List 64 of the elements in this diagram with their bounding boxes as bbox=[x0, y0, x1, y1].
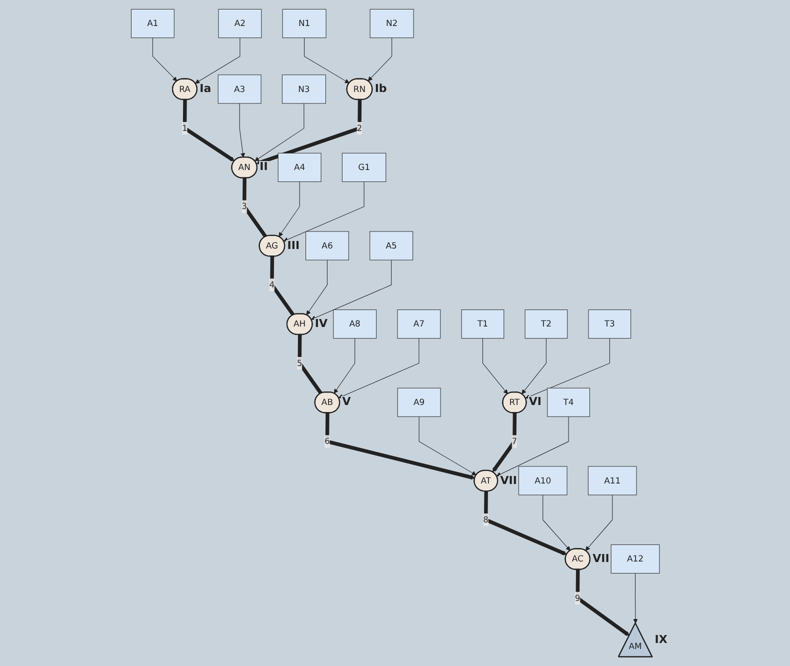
node-box: N2 bbox=[370, 8, 414, 38]
arrow bbox=[283, 181, 364, 242]
arrow bbox=[585, 494, 612, 551]
arrow bbox=[575, 570, 630, 636]
arrow bbox=[334, 338, 355, 394]
stage-numeral: III bbox=[286, 240, 301, 252]
edge-label: 2 bbox=[356, 122, 362, 134]
arrow bbox=[482, 338, 508, 394]
node-box: A9 bbox=[397, 388, 440, 417]
connector bbox=[297, 334, 322, 394]
node-box: T4 bbox=[546, 388, 590, 417]
arrow bbox=[368, 38, 392, 82]
edge-label: 4 bbox=[268, 280, 274, 290]
node-box: A11 bbox=[588, 466, 636, 496]
stage-numeral: IX bbox=[654, 634, 668, 646]
node-box: A6 bbox=[305, 231, 349, 260]
stage-numeral: VII bbox=[592, 552, 610, 565]
node-box: A4 bbox=[278, 152, 321, 182]
node-box: G1 bbox=[342, 152, 386, 182]
arrow bbox=[325, 412, 475, 480]
arrow bbox=[304, 38, 350, 84]
arrow bbox=[418, 416, 476, 476]
arrow bbox=[542, 494, 570, 551]
stage-numeral: Ib bbox=[374, 83, 388, 96]
arrow bbox=[256, 100, 362, 165]
node-box: T1 bbox=[460, 310, 504, 339]
stage-numeral: VII bbox=[499, 474, 518, 487]
connector bbox=[270, 256, 294, 316]
node-box: N1 bbox=[282, 8, 326, 38]
edge-label: 1 bbox=[182, 122, 188, 134]
arrow bbox=[194, 38, 240, 84]
node-box: A7 bbox=[396, 310, 440, 339]
edge-label: 5 bbox=[296, 358, 302, 368]
edge-label: 6 bbox=[324, 436, 330, 446]
arrow bbox=[152, 38, 177, 82]
arrow bbox=[632, 573, 638, 624]
node-box: A2 bbox=[218, 8, 262, 38]
edge-label: 9 bbox=[574, 592, 580, 603]
arrow bbox=[496, 416, 568, 476]
arrow bbox=[524, 338, 610, 399]
edge-label: 3 bbox=[241, 201, 247, 212]
node-box: A1 bbox=[130, 8, 174, 38]
arrow bbox=[182, 100, 234, 162]
arrow bbox=[278, 181, 300, 237]
stage-numeral: Ia bbox=[198, 83, 212, 96]
node-box: T3 bbox=[588, 310, 631, 339]
connector bbox=[242, 178, 267, 238]
arrow bbox=[306, 260, 328, 316]
edge-label: 8 bbox=[482, 514, 488, 525]
node-box: A8 bbox=[332, 310, 376, 339]
node-box: N3 bbox=[282, 74, 326, 104]
edge-label: 7 bbox=[511, 436, 517, 446]
arrow bbox=[254, 103, 304, 162]
arrow bbox=[239, 103, 245, 158]
node-box: T2 bbox=[524, 310, 568, 339]
node-box: A3 bbox=[218, 74, 261, 104]
node-box: A12 bbox=[610, 544, 660, 574]
arrow bbox=[484, 491, 567, 556]
arrow bbox=[310, 260, 392, 320]
arrow bbox=[338, 338, 419, 398]
node-box: A10 bbox=[518, 466, 567, 496]
arrow bbox=[521, 338, 546, 394]
node-box: A5 bbox=[369, 231, 413, 260]
arrow bbox=[492, 412, 516, 472]
